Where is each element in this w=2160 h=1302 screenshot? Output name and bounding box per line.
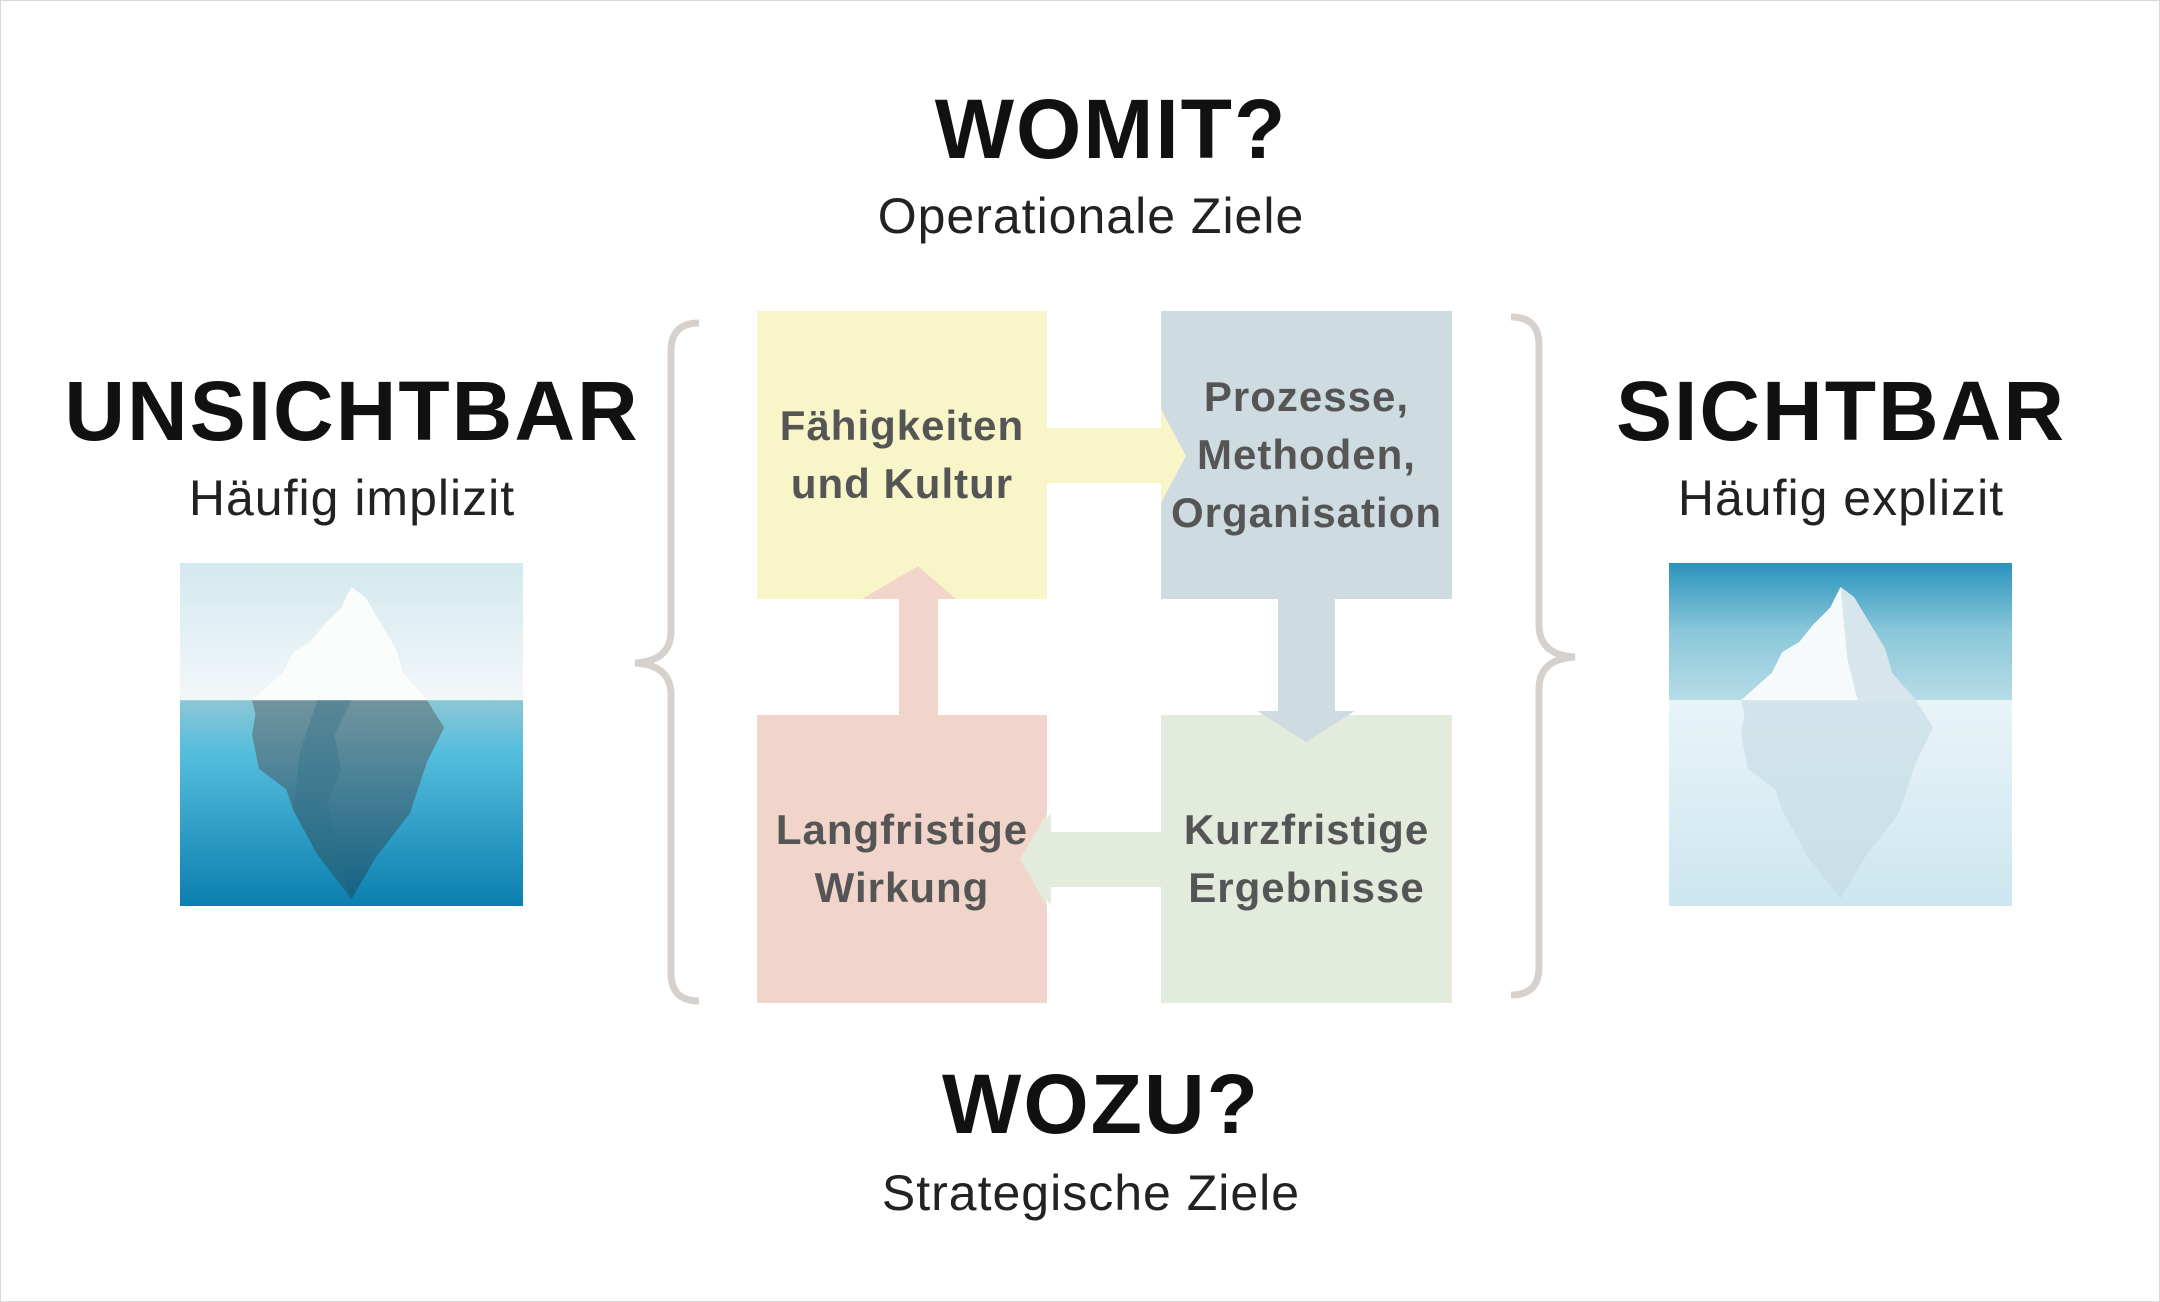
bottom-subtitle: Strategische Ziele [881,1165,1301,1221]
arrow-right-icon [1047,409,1186,503]
arrow-left-head-icon [1020,813,1047,906]
right-brace-icon [1510,313,1576,999]
left-brace-icon [634,319,700,1005]
iceberg-underwater-icon [180,563,523,906]
left-subtitle: Häufig implizit [188,470,516,526]
arrow-left-icon [1020,813,1161,906]
top-title: WOMIT? [934,82,1288,176]
arrow-right-head-icon [1161,409,1186,503]
right-subtitle: Häufig explizit [1677,470,2005,526]
iceberg-visible-icon [1669,563,2012,906]
arrow-up-icon [862,566,956,715]
top-subtitle: Operationale Ziele [877,188,1305,244]
box-processes-methods: Prozesse,Methoden,Organisation [1161,311,1452,599]
left-title: UNSICHTBAR [64,364,640,458]
right-title: SICHTBAR [1616,364,2066,458]
bottom-title: WOZU? [942,1057,1260,1151]
arrow-down-icon [1257,599,1355,742]
